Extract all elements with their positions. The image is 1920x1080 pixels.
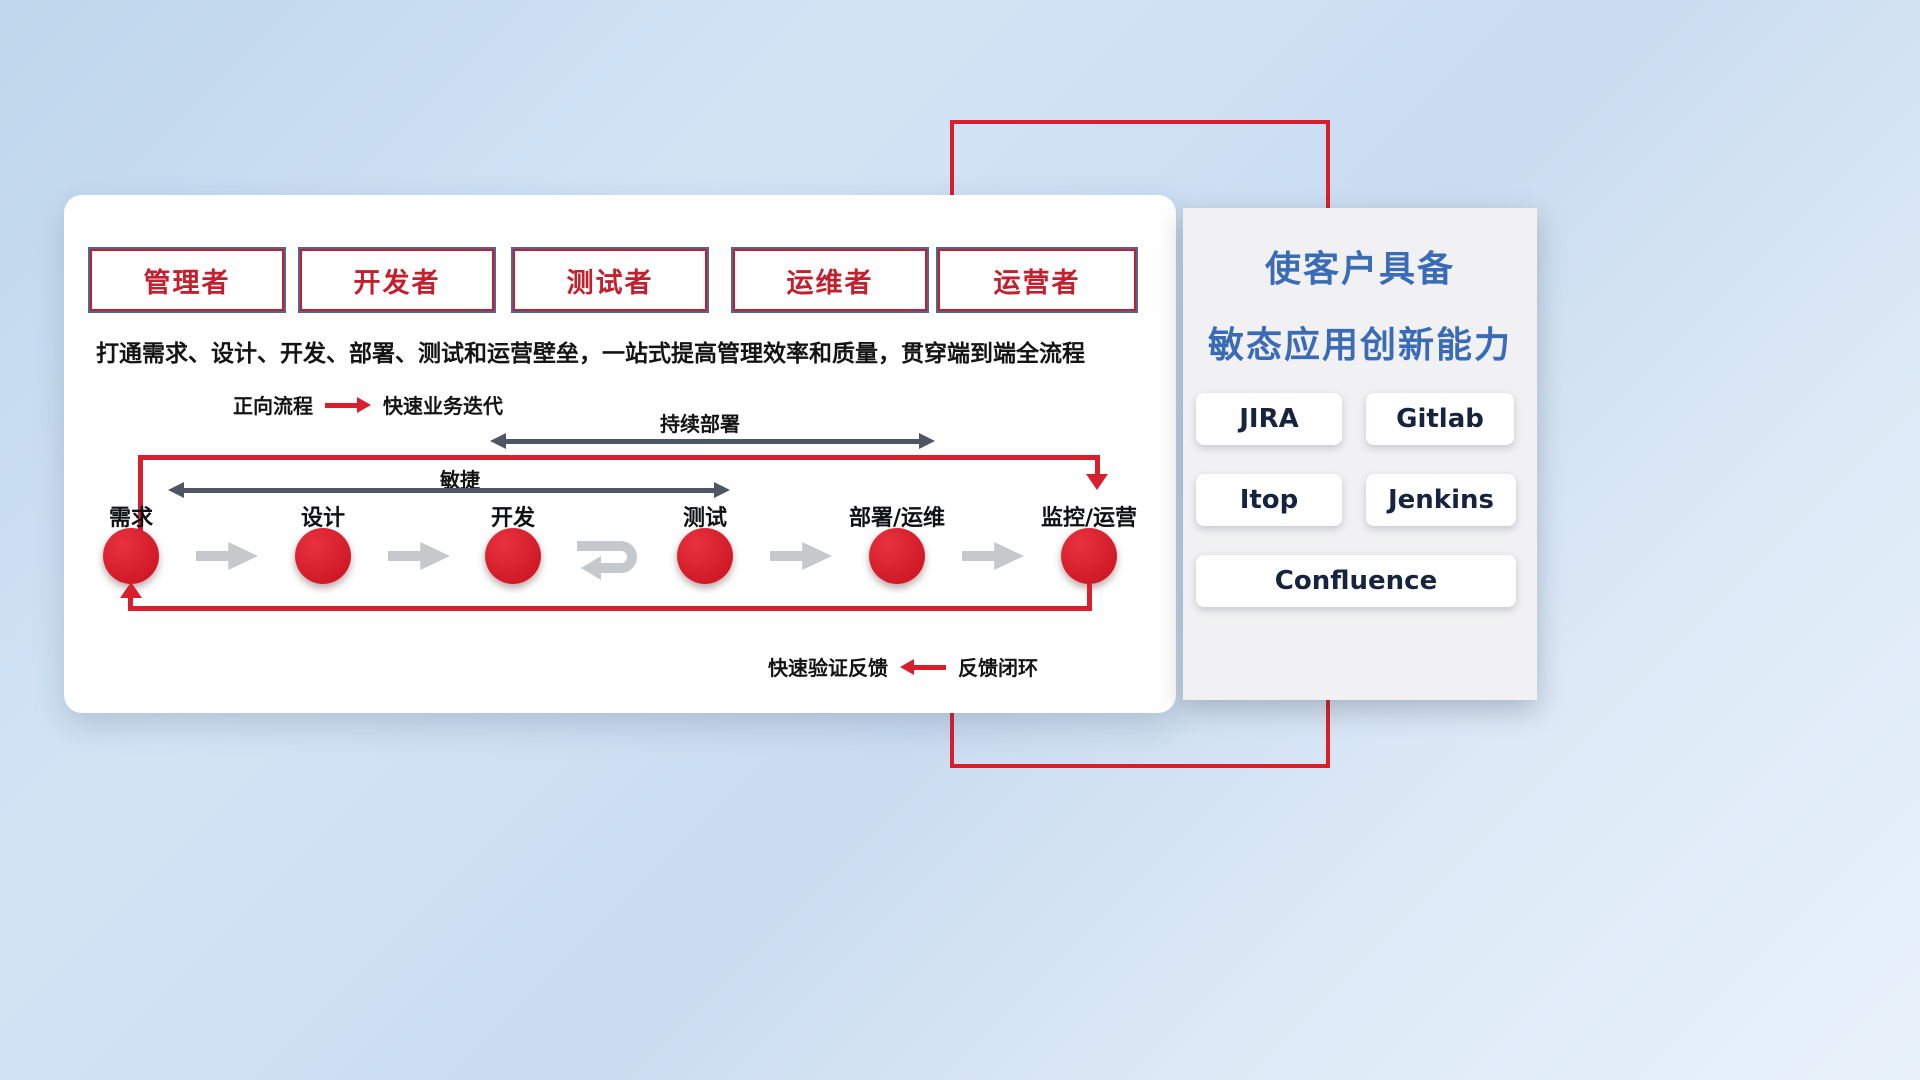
- legend-forward-label: 正向流程: [233, 394, 313, 418]
- feedback-line-left: [128, 596, 133, 610]
- stage-node-monitor-operate: [1061, 528, 1117, 584]
- panel-subtitle: 打通需求、设计、开发、部署、测试和运营壁垒，一站式提高管理效率和质量，贯穿端到端…: [96, 341, 1085, 367]
- role-box-manager: 管理者: [88, 247, 286, 313]
- stage-label-develop: 开发: [490, 506, 535, 531]
- tool-jira: JIRA: [1196, 393, 1342, 445]
- role-box-operator: 运营者: [936, 247, 1138, 313]
- capability-title-line2: 敏态应用创新能力: [1207, 325, 1512, 366]
- feedback-line-bottom: [128, 606, 1092, 611]
- role-label: 测试者: [566, 267, 654, 299]
- tool-itop: Itop: [1196, 474, 1342, 526]
- role-box-ops: 运维者: [731, 247, 929, 313]
- feedback-arrow-icon: [900, 658, 946, 675]
- forward-line-left: [138, 458, 143, 532]
- stage-node-requirements: [103, 528, 159, 584]
- feedback-arrowhead-icon: [120, 582, 142, 598]
- iterate-loop-icon: [569, 534, 649, 584]
- role-label: 管理者: [143, 267, 231, 299]
- tool-jenkins: Jenkins: [1366, 474, 1516, 526]
- tool-confluence: Confluence: [1196, 555, 1516, 607]
- forward-arrow-icon: [325, 396, 371, 413]
- stage-node-develop: [485, 528, 541, 584]
- role-box-developer: 开发者: [298, 247, 496, 313]
- legend-forward: 正向流程 快速业务迭代: [233, 390, 503, 419]
- legend-feedback: 快速验证反馈 反馈闭环: [768, 652, 1038, 681]
- stage-node-test: [677, 528, 733, 584]
- feedback-line-right: [1087, 584, 1092, 610]
- forward-line-right: [1095, 460, 1100, 474]
- stage-label-deploy-ops: 部署/运维: [848, 506, 946, 531]
- legend-feedback-desc: 反馈闭环: [958, 656, 1038, 680]
- stage-label-requirements: 需求: [108, 506, 153, 531]
- stage-label-test: 测试: [682, 506, 727, 531]
- forward-line-top: [138, 455, 1100, 460]
- capability-panel: [1183, 208, 1537, 700]
- continuous-deploy-label: 持续部署: [660, 412, 740, 436]
- continuous-deploy-arrow: [490, 433, 935, 449]
- stage-label-design: 设计: [300, 506, 345, 531]
- role-box-tester: 测试者: [511, 247, 709, 313]
- role-label: 运营者: [993, 267, 1081, 299]
- tool-gitlab: Gitlab: [1366, 393, 1514, 445]
- forward-arrowhead-icon: [1086, 474, 1108, 490]
- role-label: 开发者: [353, 267, 441, 299]
- stage-node-design: [295, 528, 351, 584]
- legend-forward-desc: 快速业务迭代: [383, 394, 503, 418]
- stage-label-monitor-operate: 监控/运营: [1040, 506, 1138, 531]
- legend-feedback-label: 快速验证反馈: [768, 656, 888, 680]
- agile-arrow: [168, 482, 730, 498]
- capability-title-line1: 使客户具备: [1264, 249, 1455, 290]
- stage-node-deploy-ops: [869, 528, 925, 584]
- role-label: 运维者: [786, 267, 874, 299]
